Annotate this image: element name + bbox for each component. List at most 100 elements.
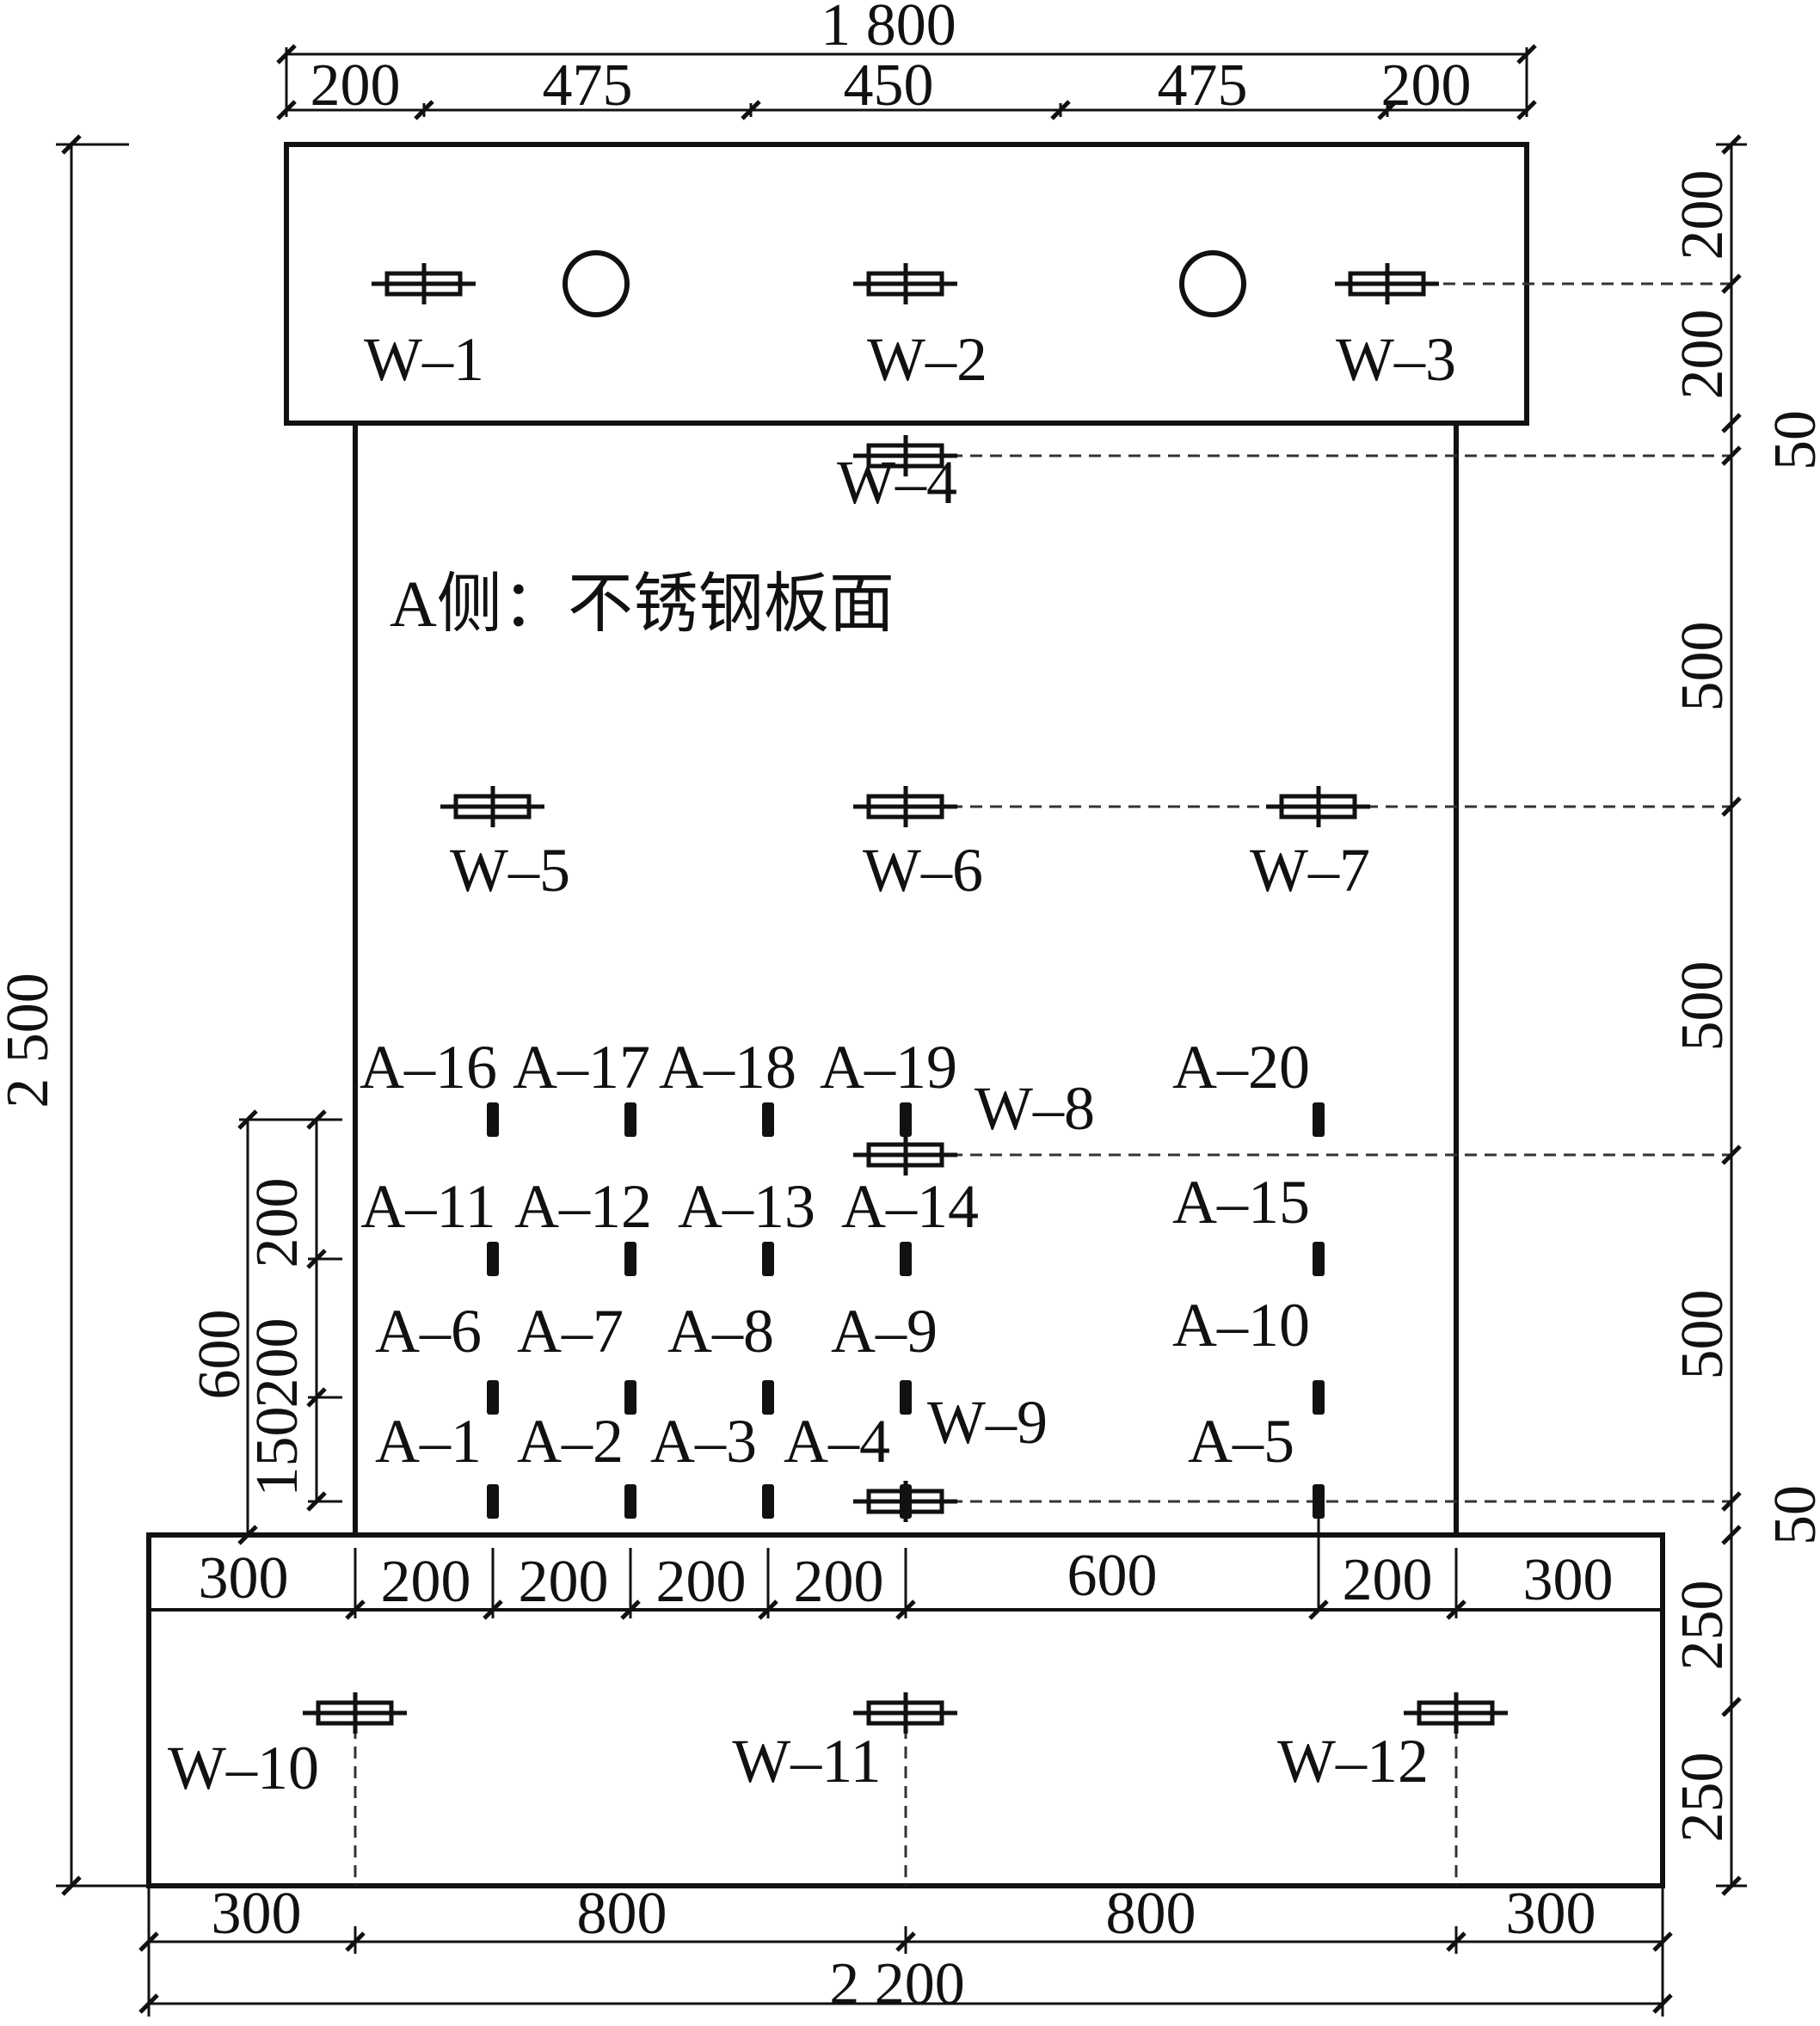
w-label: W–10 — [168, 1734, 319, 1802]
dim-right-7: 50 — [1762, 1485, 1820, 1545]
a-label: A–4 — [784, 1407, 890, 1476]
w-gauge — [853, 786, 957, 827]
dim-base-2: 200 — [381, 1549, 471, 1615]
a-gauge — [624, 1484, 636, 1519]
dim-left-2: 200 — [244, 1318, 311, 1409]
dim-top-1: 200 — [311, 52, 401, 119]
dim-bottom-total: 2 200 — [829, 1951, 965, 2017]
dim-right-5: 500 — [1669, 961, 1736, 1052]
a-gauge — [900, 1380, 912, 1415]
a-gauge — [900, 1102, 912, 1137]
dim-base-7: 200 — [1343, 1547, 1433, 1613]
dim-base-6: 600 — [1067, 1543, 1158, 1609]
hole — [1179, 250, 1246, 317]
dim-base-5: 200 — [794, 1549, 884, 1615]
dim-left-total: 2 500 — [0, 973, 61, 1108]
dim-top-3: 450 — [844, 52, 934, 119]
w-label: W–1 — [364, 325, 484, 394]
a-label: A–12 — [514, 1172, 652, 1241]
w-gauge — [853, 1134, 957, 1176]
dim-left-1: 200 — [244, 1178, 311, 1268]
dim-top-4: 475 — [1158, 52, 1248, 119]
a-gauge — [1313, 1102, 1325, 1137]
a-gauge — [487, 1102, 499, 1137]
side-label: A侧：不锈钢板面 — [390, 568, 895, 641]
dim-base-4: 200 — [656, 1549, 747, 1615]
a-gauge — [762, 1242, 774, 1276]
w-gauge — [1404, 1692, 1508, 1734]
w-gauge — [853, 1692, 957, 1734]
a-label: A–16 — [360, 1033, 497, 1102]
a-gauge — [1313, 1380, 1325, 1415]
w-label: W–9 — [927, 1388, 1048, 1457]
w-label: W–8 — [975, 1074, 1095, 1143]
dim-bottom-1: 300 — [212, 1881, 302, 1947]
a-gauge — [487, 1484, 499, 1519]
a-gauge — [624, 1380, 636, 1415]
a-label: A–11 — [360, 1172, 495, 1241]
w-label: W–5 — [450, 836, 570, 905]
dim-bottom-3: 800 — [1106, 1881, 1196, 1947]
w-label: W–12 — [1277, 1727, 1429, 1796]
w-gauge — [440, 786, 544, 827]
w-label: W–4 — [837, 448, 957, 517]
dim-top-2: 475 — [543, 52, 633, 119]
a-label: A–18 — [659, 1033, 796, 1102]
dim-right-3: 50 — [1762, 410, 1820, 470]
dim-right-2: 200 — [1669, 310, 1736, 400]
w-gauge — [853, 263, 957, 304]
a-gauge — [900, 1484, 912, 1519]
a-label: A–2 — [517, 1407, 624, 1476]
a-gauge — [487, 1242, 499, 1276]
a-gauge — [487, 1380, 499, 1415]
a-gauge — [624, 1242, 636, 1276]
dim-base-1: 300 — [199, 1545, 289, 1612]
a-label: A–20 — [1172, 1033, 1310, 1102]
a-label: A–1 — [375, 1407, 482, 1476]
w-label: W–2 — [867, 325, 987, 394]
w-label: W–6 — [863, 836, 983, 905]
a-label: A–6 — [375, 1297, 482, 1366]
w-gauge — [853, 435, 957, 476]
w-label: W–3 — [1336, 325, 1456, 394]
a-gauge — [762, 1102, 774, 1137]
w-label: W–7 — [1250, 836, 1370, 905]
dim-right-9: 250 — [1669, 1753, 1736, 1843]
w-label: W–11 — [732, 1727, 881, 1796]
dim-top-5: 200 — [1381, 52, 1472, 119]
a-label: A–5 — [1188, 1407, 1294, 1476]
dim-left-sub: 600 — [187, 1310, 253, 1400]
dim-left-3: 150 — [244, 1407, 311, 1497]
dim-right-8: 250 — [1669, 1581, 1736, 1671]
dim-right-6: 500 — [1669, 1290, 1736, 1380]
w-gauge — [372, 263, 476, 304]
dim-top-total: 1 800 — [821, 0, 956, 58]
a-label: A–3 — [650, 1407, 757, 1476]
dim-bottom-2: 800 — [577, 1881, 667, 1947]
a-gauge — [624, 1102, 636, 1137]
a-label: A–10 — [1172, 1291, 1310, 1360]
a-label: A–7 — [517, 1297, 624, 1366]
dim-base-3: 200 — [519, 1549, 609, 1615]
a-gauge — [762, 1484, 774, 1519]
a-label: A–15 — [1172, 1168, 1310, 1237]
a-gauge — [1313, 1484, 1325, 1519]
a-label: A–13 — [678, 1172, 815, 1241]
w-gauge — [1335, 263, 1439, 304]
w-gauge — [1266, 786, 1370, 827]
dim-bottom-4: 300 — [1506, 1881, 1596, 1947]
a-label: A–19 — [820, 1033, 957, 1102]
dim-base-8: 300 — [1523, 1547, 1614, 1613]
hole — [563, 250, 630, 317]
a-gauge — [900, 1242, 912, 1276]
a-gauge — [762, 1380, 774, 1415]
a-label: A–17 — [513, 1033, 650, 1102]
dim-right-1: 200 — [1669, 170, 1736, 261]
w-gauge — [303, 1692, 407, 1734]
dim-right-4: 500 — [1669, 622, 1736, 712]
a-label: A–9 — [831, 1297, 938, 1366]
a-gauge — [1313, 1242, 1325, 1276]
a-label: A–8 — [667, 1297, 774, 1366]
a-label: A–14 — [841, 1172, 979, 1241]
